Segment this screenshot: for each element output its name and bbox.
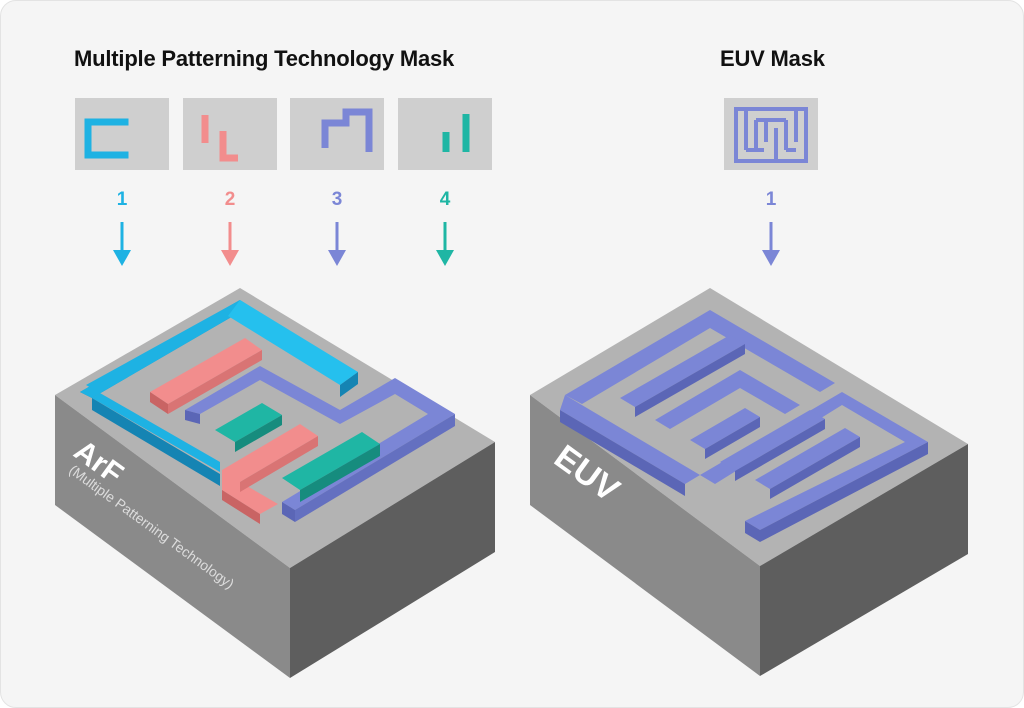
mask-1-pattern bbox=[84, 118, 129, 159]
down-arrow-icon bbox=[113, 222, 131, 266]
down-arrow-icon bbox=[328, 222, 346, 266]
arf-chip: ArF (Multiple Patterning Technology) bbox=[55, 288, 495, 678]
euv-mask-pattern bbox=[734, 107, 808, 163]
mpt-mask-heading: Multiple Patterning Technology Mask bbox=[74, 46, 455, 71]
mask-2-pattern bbox=[201, 115, 238, 162]
mask-1-number: 1 bbox=[116, 189, 128, 210]
euv-chip: EUV bbox=[530, 288, 968, 676]
mask-1-thumbnail bbox=[75, 98, 169, 170]
mask-4-pattern bbox=[442, 114, 470, 152]
euv-chip-left-side bbox=[530, 395, 760, 676]
mask-3-thumbnail bbox=[290, 98, 384, 170]
down-arrow-icon bbox=[436, 222, 454, 266]
mask-2-number: 2 bbox=[224, 189, 236, 210]
arf-chip-left-side bbox=[55, 395, 290, 678]
mask-2-thumbnail bbox=[183, 98, 277, 170]
euv-mask-thumbnail bbox=[724, 98, 818, 170]
down-arrow-icon bbox=[762, 222, 780, 266]
mask-3-pattern bbox=[321, 108, 373, 152]
mask-4-number: 4 bbox=[439, 189, 451, 210]
mask-3-number: 3 bbox=[331, 189, 343, 210]
mask-4-thumbnail bbox=[398, 98, 492, 170]
euv-chip-right-side bbox=[760, 444, 968, 676]
euv-mask-number: 1 bbox=[765, 189, 777, 210]
euv-mask-heading: EUV Mask bbox=[720, 46, 825, 71]
down-arrow-icon bbox=[221, 222, 239, 266]
arf-chip-right-side bbox=[290, 442, 495, 678]
